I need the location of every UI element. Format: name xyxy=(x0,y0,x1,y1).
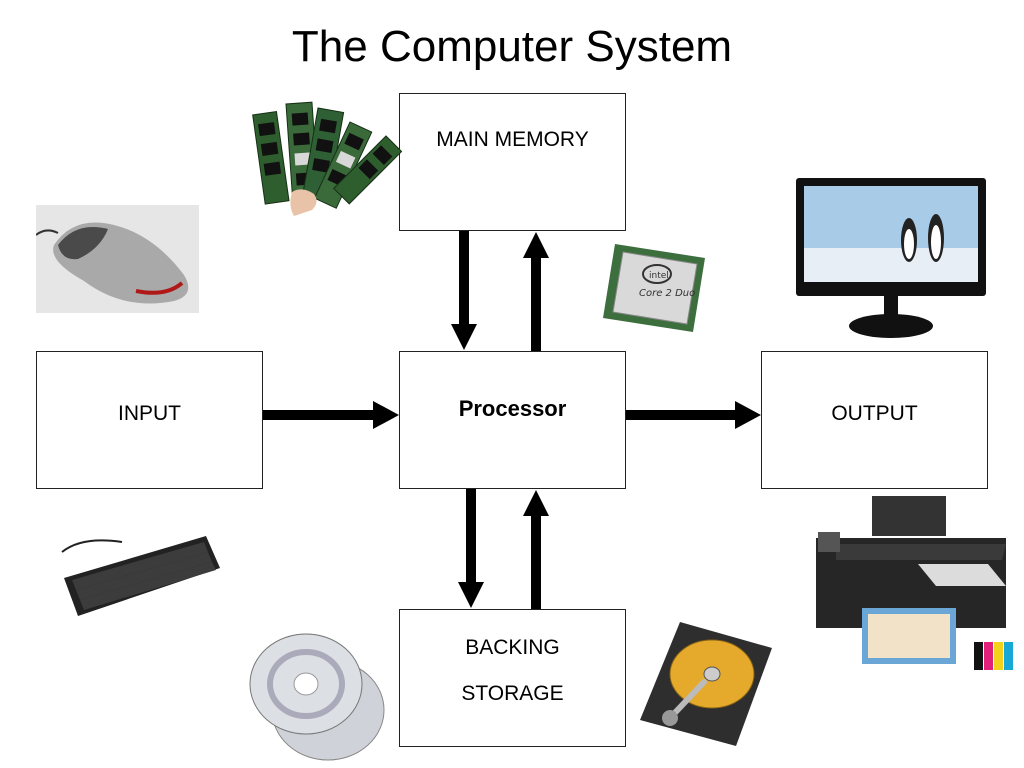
arrow-storage-to-processor xyxy=(523,490,549,609)
printer-image xyxy=(816,496,1013,670)
svg-text:intel: intel xyxy=(649,271,669,281)
svg-text:Core 2 Duo: Core 2 Duo xyxy=(639,288,695,299)
cd-discs-image xyxy=(249,633,385,761)
main-memory-box: MAIN MEMORY xyxy=(399,93,626,231)
arrow-input-to-processor xyxy=(263,401,399,429)
monitor-image xyxy=(796,178,986,338)
arrow-processor-to-storage xyxy=(458,489,484,608)
ram-sticks-image xyxy=(252,101,403,216)
backing-storage-label-line1: BACKING xyxy=(465,636,560,659)
backing-storage-label-line2: STORAGE xyxy=(461,682,564,705)
cpu-chip-image: intel Core 2 Duo xyxy=(603,244,705,332)
input-label: INPUT xyxy=(118,402,181,425)
backing-storage-box: BACKING STORAGE xyxy=(399,609,626,747)
input-box: INPUT xyxy=(36,351,263,489)
diagram-title: The Computer System xyxy=(291,22,733,71)
main-memory-label: MAIN MEMORY xyxy=(436,128,589,151)
output-label: OUTPUT xyxy=(831,402,918,425)
hard-drive-image xyxy=(640,622,772,746)
processor-label: Processor xyxy=(458,396,567,421)
arrow-memory-to-processor xyxy=(451,231,477,350)
arrow-processor-to-output xyxy=(626,401,761,429)
arrow-processor-to-memory xyxy=(523,232,549,351)
processor-box: Processor xyxy=(399,351,626,489)
mouse-image xyxy=(36,205,199,313)
output-box: OUTPUT xyxy=(761,351,988,489)
keyboard-image xyxy=(61,536,220,616)
